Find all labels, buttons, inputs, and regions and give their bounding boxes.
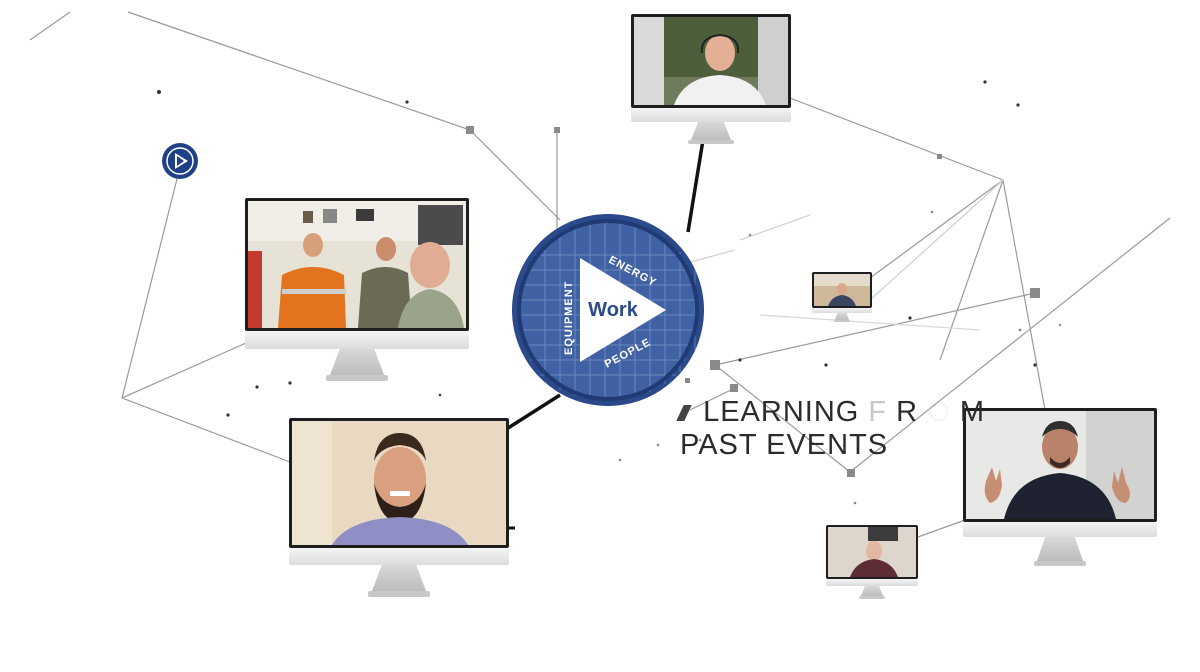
play-badge-icon[interactable]: [162, 143, 198, 179]
headline-part1: LEARNING: [703, 396, 869, 428]
headline-line2: PAST EVENTS: [680, 429, 889, 461]
person-small-image: [814, 274, 870, 306]
network-nodes: [157, 80, 1062, 505]
monitor-gesturing-man: [963, 408, 1157, 570]
person-bearded-man-image: [292, 421, 506, 545]
monitor-group: [245, 198, 469, 384]
monitor-small-bottom: [826, 525, 918, 601]
person-gesturing-man-image: [966, 411, 1154, 519]
network-lines: [29, 11, 1171, 538]
headline: LEARNING F R O M PAST EVENTS: [676, 396, 985, 462]
video-feed-gesturing-man: [966, 411, 1154, 519]
person-man-headset-image: [634, 17, 788, 105]
video-feed-small-center: [814, 274, 870, 306]
headline-ghost-f: F: [868, 396, 888, 428]
logo-center-word: Work: [588, 299, 639, 321]
headline-part3: M: [959, 396, 985, 428]
work-logo: Work ENERGY PEOPLE EQUIPMENT: [512, 214, 704, 406]
headline-part2: R: [896, 396, 919, 428]
video-feed-small-bottom: [828, 527, 916, 577]
video-feed-bearded-man: [292, 421, 506, 545]
headline-ghost-o: O: [927, 396, 951, 428]
group-people-image: [248, 201, 466, 328]
video-feed-top-man: [634, 17, 788, 105]
monitor-bearded-man: [289, 418, 509, 600]
monitor-top-man: [631, 14, 791, 146]
person-small-bottom-image: [828, 527, 916, 577]
logo-ring-equipment: EQUIPMENT: [563, 281, 575, 355]
headline-line1: LEARNING F R O M: [676, 396, 985, 429]
monitor-small-center: [812, 272, 872, 324]
video-feed-group: [248, 201, 466, 328]
